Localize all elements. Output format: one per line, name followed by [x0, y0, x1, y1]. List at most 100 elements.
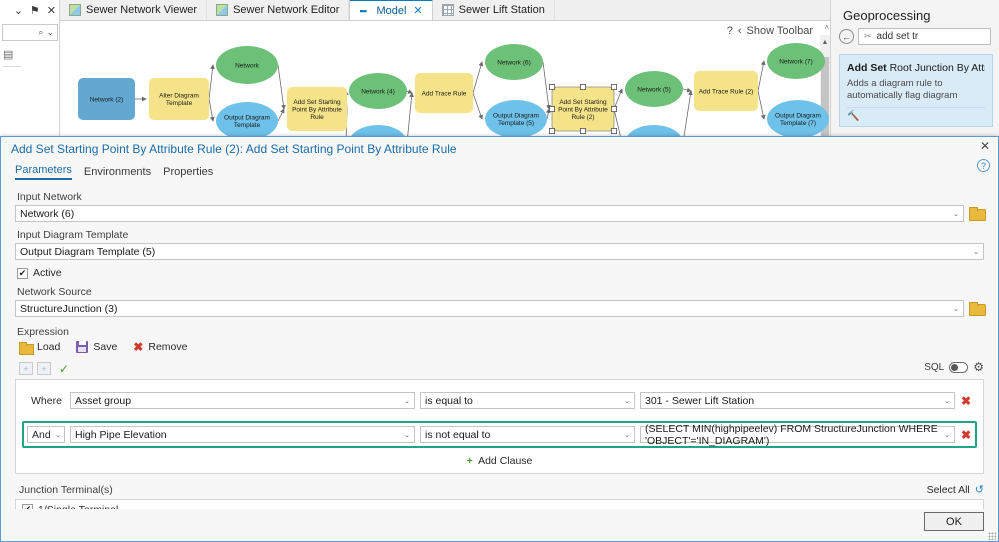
- add-clause-button[interactable]: + Add Clause: [22, 455, 977, 467]
- pin-icon[interactable]: ⚑: [29, 5, 40, 17]
- gear-icon[interactable]: ⚙: [973, 360, 984, 374]
- validate-check-icon: ✓: [59, 361, 70, 376]
- input-network-value: Network (6): [20, 207, 75, 220]
- show-toolbar-label[interactable]: Show Toolbar: [746, 25, 813, 37]
- dialog-body: Input Network Network (6) ⌄ Input Diagra…: [1, 180, 998, 509]
- model-node[interactable]: [694, 71, 758, 111]
- chevron-down-icon[interactable]: ⌄: [624, 431, 630, 439]
- clause-operator-combo[interactable]: is equal to ⌄: [420, 392, 635, 409]
- chevron-down-icon[interactable]: ⌄: [944, 431, 950, 439]
- selection-handle[interactable]: [580, 128, 586, 134]
- model-node[interactable]: [216, 46, 278, 84]
- model-connector: [406, 92, 414, 144]
- dock-search-input[interactable]: ⌕ ⌄: [2, 24, 58, 41]
- input-network-combo[interactable]: Network (6) ⌄: [15, 205, 964, 222]
- model-connector: [682, 90, 693, 144]
- chevron-down-icon[interactable]: ⌄: [953, 305, 959, 313]
- dock-layer-icon[interactable]: ▤: [3, 49, 14, 61]
- tab-sewer-network-viewer[interactable]: Sewer Network Viewer: [60, 0, 208, 20]
- expression-toolbar: + + ✓ SQL ⚙: [19, 360, 984, 376]
- show-toolbar-control[interactable]: ? ‹ Show Toolbar: [723, 24, 816, 38]
- selection-handle[interactable]: [549, 106, 555, 112]
- ok-button[interactable]: OK: [924, 512, 984, 531]
- tab-sewer-lift-station[interactable]: Sewer Lift Station: [433, 0, 555, 20]
- selection-handle[interactable]: [611, 128, 617, 134]
- chevron-down-icon[interactable]: ⌄: [624, 397, 630, 405]
- chevron-down-icon[interactable]: ⌄: [944, 397, 950, 405]
- chevron-down-icon[interactable]: ⌄: [953, 210, 959, 218]
- tab-parameters[interactable]: Parameters: [15, 164, 72, 180]
- close-icon[interactable]: ✕: [979, 139, 990, 153]
- model-node[interactable]: [415, 73, 473, 113]
- selection-handle[interactable]: [580, 84, 586, 90]
- clause-value-combo[interactable]: 301 - Sewer Lift Station ⌄: [640, 392, 955, 409]
- selection-handle[interactable]: [549, 128, 555, 134]
- clause-connector-combo[interactable]: And ⌄: [27, 426, 65, 443]
- network-source-combo[interactable]: StructureJunction (3) ⌄: [15, 300, 964, 317]
- active-checkbox-row[interactable]: ✔ Active: [17, 267, 984, 279]
- model-node[interactable]: [625, 71, 683, 107]
- tab-properties[interactable]: Properties: [163, 166, 214, 178]
- gp-result-root-junction[interactable]: Add Set Root Junction By Attribute Rule …: [839, 54, 993, 127]
- clause-value-combo[interactable]: (SELECT MIN(highpipeelev) FROM Structure…: [640, 423, 955, 447]
- model-node[interactable]: [485, 44, 543, 80]
- chevron-down-icon[interactable]: ⌄: [973, 248, 979, 256]
- terminal-checkbox[interactable]: ✔: [22, 504, 33, 509]
- selection-handle[interactable]: [549, 84, 555, 90]
- tab-label: Model: [376, 4, 407, 17]
- resize-grip[interactable]: [988, 532, 996, 540]
- scroll-up-arrow-icon[interactable]: ▲: [821, 39, 829, 46]
- add-group-icon[interactable]: +: [37, 362, 51, 375]
- clause-operator-combo[interactable]: is not equal to ⌄: [420, 426, 635, 443]
- refresh-icon[interactable]: ↺: [974, 484, 984, 496]
- chevron-down-icon[interactable]: ⌄: [404, 397, 410, 405]
- chevron-left-icon[interactable]: ‹: [737, 25, 742, 37]
- clause-field-combo[interactable]: Asset group ⌄: [70, 392, 415, 409]
- load-expression-button[interactable]: Load: [19, 341, 60, 355]
- input-diagram-template-combo[interactable]: Output Diagram Template (5) ⌄: [15, 243, 984, 260]
- gp-result-title-rest: Root Junction By Attribute Rule: [889, 62, 985, 74]
- help-icon[interactable]: ?: [726, 25, 733, 37]
- back-arrow-icon[interactable]: ←: [839, 29, 854, 44]
- model-node[interactable]: [287, 87, 347, 131]
- chevron-down-icon[interactable]: ⌄: [404, 431, 410, 439]
- delete-clause-icon[interactable]: ✖: [960, 427, 972, 442]
- select-all-button[interactable]: Select All ↺: [927, 483, 984, 497]
- selection-handle[interactable]: [611, 84, 617, 90]
- geoprocessing-search-input[interactable]: ✂ add set tr: [858, 28, 991, 45]
- model-node[interactable]: [349, 73, 407, 109]
- model-node[interactable]: [767, 43, 825, 79]
- model-icon: ▪▪▪: [359, 5, 367, 16]
- selection-handle[interactable]: [611, 106, 617, 112]
- chevron-down-icon[interactable]: ⌄: [55, 431, 61, 439]
- tab-close-icon[interactable]: ✕: [413, 5, 423, 17]
- remove-x-icon: ✖: [133, 340, 144, 354]
- clause-field-combo[interactable]: High Pipe Elevation ⌄: [70, 426, 415, 443]
- sql-toggle[interactable]: [949, 361, 969, 373]
- model-node[interactable]: [485, 100, 547, 138]
- active-checkbox[interactable]: ✔: [17, 267, 28, 279]
- remove-expression-button[interactable]: ✖ Remove: [133, 341, 187, 353]
- chevron-down-icon[interactable]: ⌄: [13, 5, 23, 17]
- chevron-down-icon[interactable]: ⌄: [46, 27, 54, 37]
- model-node[interactable]: [78, 78, 135, 120]
- scroll-up-icon[interactable]: ˄: [824, 23, 829, 32]
- model-connector: [406, 89, 413, 94]
- input-network-label: Input Network: [17, 191, 82, 203]
- add-expression-icon[interactable]: +: [19, 362, 33, 375]
- tab-sewer-network-editor[interactable]: Sewer Network Editor: [207, 0, 350, 20]
- tab-model[interactable]: ▪▪▪ Model ✕: [349, 0, 433, 20]
- browse-folder-icon[interactable]: [969, 302, 986, 316]
- save-expression-button[interactable]: Save: [76, 341, 117, 353]
- scrollbar-thumb[interactable]: [821, 57, 829, 139]
- help-icon[interactable]: ?: [977, 159, 990, 172]
- model-node[interactable]: [216, 102, 278, 140]
- tab-environments[interactable]: Environments: [83, 166, 152, 178]
- model-node[interactable]: [149, 78, 209, 120]
- model-node[interactable]: [767, 100, 829, 138]
- delete-clause-icon[interactable]: ✖: [960, 393, 972, 408]
- close-icon[interactable]: ✕: [46, 5, 56, 17]
- browse-folder-icon[interactable]: [969, 207, 986, 221]
